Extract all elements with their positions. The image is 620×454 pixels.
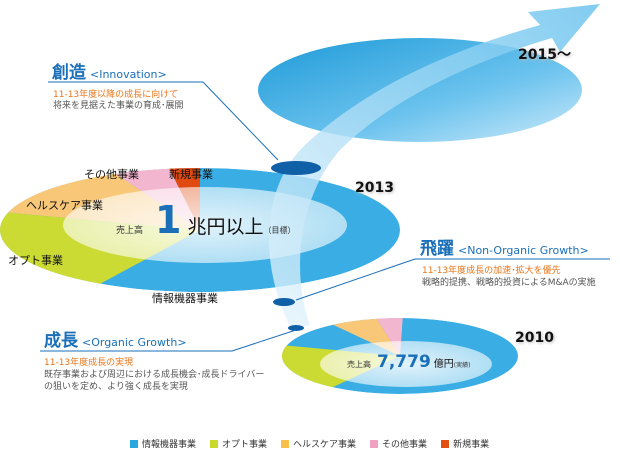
legend-item-health: ヘルスケア事業 xyxy=(281,437,356,450)
label-other: その他事業 xyxy=(84,168,139,181)
marker-innovation xyxy=(271,161,321,175)
year-2010: 2010 xyxy=(515,330,554,346)
innovation-line2: 将来を見据えた事業の育成･展開 xyxy=(53,101,184,111)
legend-item-optics: オプト事業 xyxy=(210,437,267,450)
legend-item-info: 情報機器事業 xyxy=(130,437,196,450)
label-new: 新規事業 xyxy=(169,168,213,181)
legend-item-new: 新規事業 xyxy=(441,437,489,450)
organic-heading: 成長<Organic Growth> xyxy=(44,331,187,351)
marker-organic xyxy=(288,325,304,331)
innovation-heading: 創造<Innovation> xyxy=(52,63,167,83)
legend: 情報機器事業 オプト事業 ヘルスケア事業 その他事業 新規事業 xyxy=(130,437,489,450)
year-2015: 2015～ xyxy=(518,47,571,63)
label-info: 情報機器事業 xyxy=(152,292,218,305)
sales-2013: 売上高 1 兆円以上 （目標） xyxy=(116,198,296,242)
leader-organic xyxy=(40,329,297,352)
leader-nonorganic xyxy=(295,258,610,301)
nonorganic-heading: 飛躍<Non-Organic Growth> xyxy=(420,239,589,259)
marker-nonorganic xyxy=(273,298,295,306)
legend-item-other: その他事業 xyxy=(370,437,427,450)
innovation-line1: 11-13年度以降の成長に向けて xyxy=(53,90,179,100)
nonorganic-line1: 11-13年度成長の加速･拡大を優先 xyxy=(422,266,561,276)
label-health: ヘルスケア事業 xyxy=(26,199,103,212)
year-2013: 2013 xyxy=(355,180,394,196)
organic-line3: の狙いを定め、より強く成長を実現 xyxy=(44,382,188,392)
organic-line2: 既存事業および周辺における成長機会･成長ドライバー xyxy=(44,370,265,380)
organic-line1: 11-13年度成長の実現 xyxy=(44,358,134,368)
sales-2010: 売上高 7,779 億円 (実績) xyxy=(347,352,471,372)
label-optics: オプト事業 xyxy=(8,254,63,267)
leader-innovation xyxy=(48,81,279,161)
nonorganic-line2: 戦略的提携、戦略的投資によるM&Aの実施 xyxy=(422,278,596,288)
